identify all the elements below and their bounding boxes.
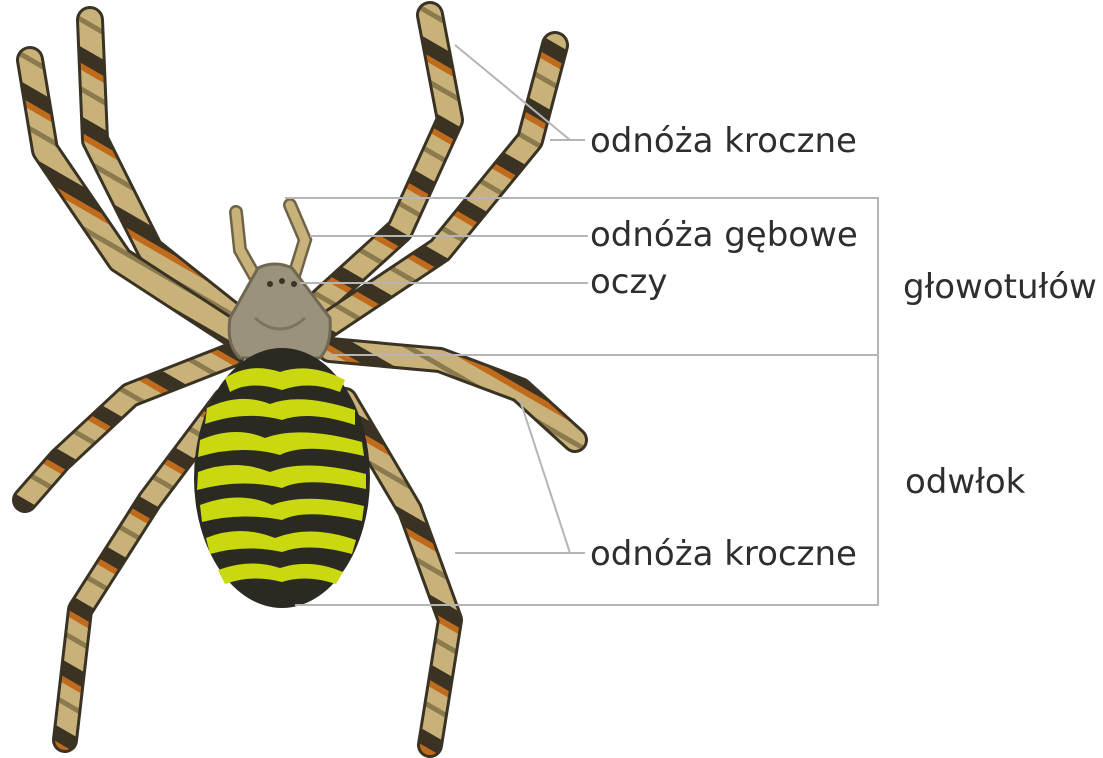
label-eyes: oczy <box>590 262 667 302</box>
label-abdomen: odwłok <box>905 462 1026 502</box>
abdomen-shape <box>194 348 370 608</box>
cephalothorax-shape <box>229 264 330 358</box>
label-cephalothorax: głowotułów <box>903 267 1097 307</box>
label-walking-legs-bottom: odnóża kroczne <box>590 534 857 574</box>
label-walking-legs-top: odnóża kroczne <box>590 121 857 161</box>
eye-dot <box>279 278 285 284</box>
eye-dot <box>291 281 297 287</box>
label-mouth-parts: odnóża gębowe <box>590 215 858 255</box>
eye-dot <box>267 281 273 287</box>
